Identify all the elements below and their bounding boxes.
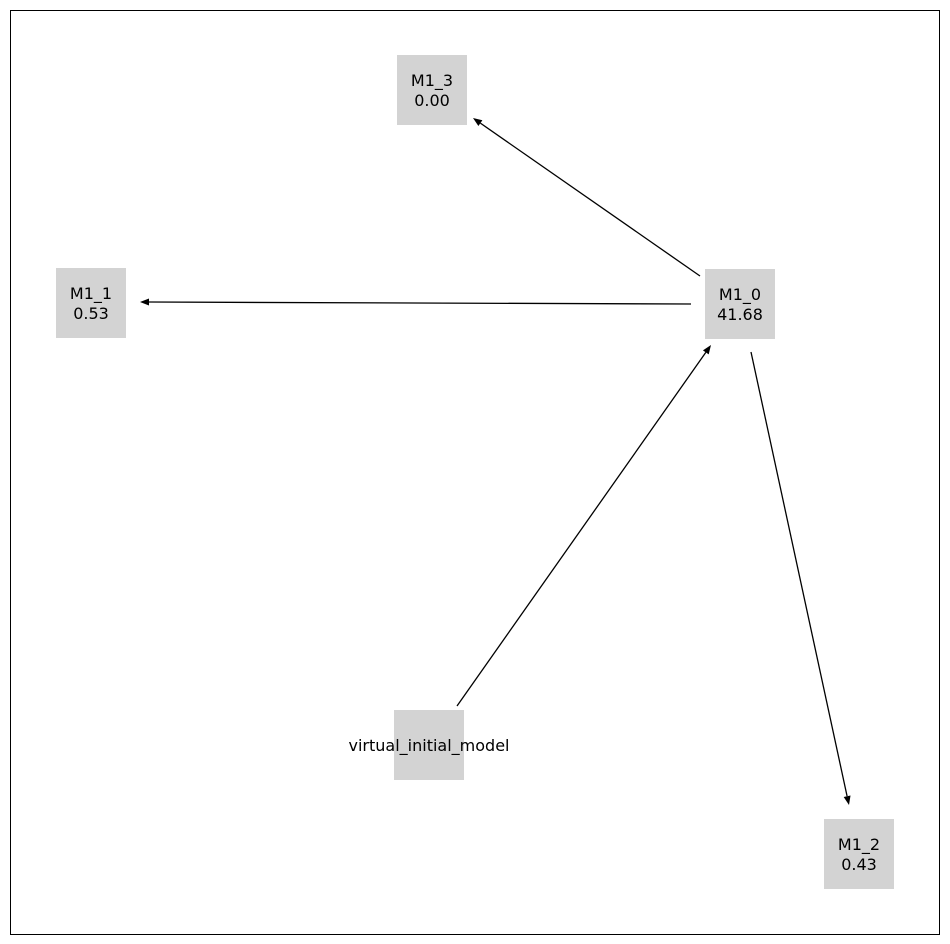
arrow-head-icon [702, 345, 711, 355]
edge-line [480, 122, 701, 277]
edge-virtual_initial_model-to-M1_0 [456, 345, 711, 707]
arrow-head-icon [843, 795, 851, 805]
node-value: 0.00 [414, 91, 450, 110]
edge-line [750, 351, 848, 797]
node-label: M1_2 [838, 835, 880, 855]
node-value: 0.53 [73, 304, 109, 323]
node-value: 41.68 [717, 305, 763, 324]
node-label: virtual_initial_model [349, 736, 510, 756]
node-label: M1_0 [719, 285, 761, 305]
node-box [824, 819, 894, 889]
node-value: 0.43 [841, 855, 877, 874]
edge-M1_0-to-M1_1 [140, 298, 692, 306]
node-box [394, 710, 464, 780]
edges [140, 118, 851, 805]
edge-line [148, 301, 692, 305]
node-m1-2[interactable]: M1_20.43 [824, 819, 894, 889]
node-label: M1_3 [411, 71, 453, 91]
node-box [705, 269, 775, 339]
edge-M1_0-to-M1_2 [750, 351, 851, 805]
node-m1-0[interactable]: M1_041.68 [705, 269, 775, 339]
arrow-head-icon [473, 118, 483, 127]
edge-M1_0-to-M1_3 [473, 118, 701, 277]
node-label: M1_1 [70, 284, 112, 304]
edge-line [456, 351, 707, 707]
node-m1-3[interactable]: M1_30.00 [397, 55, 467, 125]
node-virtual-initial-model[interactable]: virtual_initial_model [349, 710, 510, 780]
arrow-head-icon [140, 298, 150, 306]
node-box [56, 268, 126, 338]
node-box [397, 55, 467, 125]
node-m1-1[interactable]: M1_10.53 [56, 268, 126, 338]
plot-frame [10, 10, 940, 935]
